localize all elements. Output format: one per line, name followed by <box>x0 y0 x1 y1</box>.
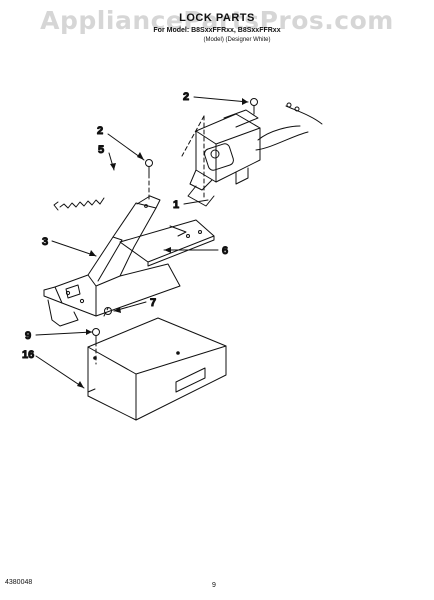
screw-part-9 <box>92 328 100 343</box>
screw-part-2-left <box>145 159 153 175</box>
model-caption: (Model) (Designer White) <box>203 37 271 43</box>
callout-9: 9 <box>25 330 31 342</box>
callout-2-top: 2 <box>183 91 189 103</box>
callout-3: 3 <box>42 236 48 248</box>
callout-6: 6 <box>222 245 228 257</box>
leader-arrowheads <box>77 98 248 388</box>
page-number: 9 <box>212 582 216 589</box>
screw-part-2-top <box>250 98 258 115</box>
leader-lines <box>35 96 249 389</box>
callout-2-left: 2 <box>97 125 103 137</box>
part-1-solenoid <box>187 102 323 207</box>
callout-5: 5 <box>98 144 104 156</box>
part-3-lock-bracket <box>43 195 181 327</box>
callout-16: 16 <box>22 349 34 361</box>
section-title: LOCK PARTS <box>179 12 255 24</box>
model-line: For Model: B8SxxFFRxx, B8SxxFFRxx <box>153 27 281 34</box>
part-6-plate <box>119 219 215 267</box>
callout-1: 1 <box>173 199 179 211</box>
callout-7: 7 <box>150 297 156 309</box>
part-5-spring <box>53 197 105 211</box>
assembly-lines <box>95 115 205 365</box>
part-16-cover-box <box>87 317 227 421</box>
document-number: 4380048 <box>5 579 33 586</box>
watermark-text: AppliancePartsPros.com <box>40 6 394 35</box>
